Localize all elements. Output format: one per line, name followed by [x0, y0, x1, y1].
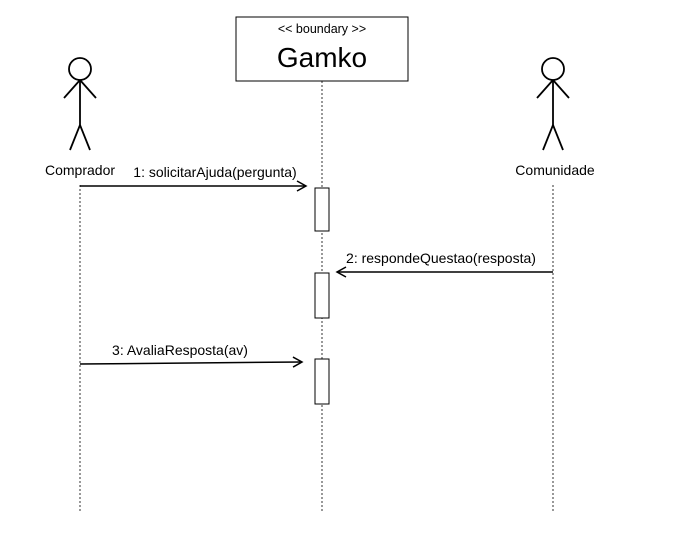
- message-1-label: 1: solicitarAjuda(pergunta): [133, 164, 296, 180]
- message-3-label: 3: AvaliaResposta(av): [112, 342, 248, 358]
- boundary-stereotype: << boundary >>: [278, 22, 366, 36]
- actor-comunidade-icon: [536, 57, 570, 151]
- boundary-object: << boundary >> Gamko: [235, 16, 409, 82]
- activation-bar-2: [314, 272, 330, 319]
- message-2-label: 2: respondeQuestao(resposta): [346, 250, 536, 266]
- actor-comunidade-label: Comunidade: [515, 162, 595, 178]
- actor-comprador-label: Comprador: [45, 162, 115, 178]
- boundary-box: [235, 16, 409, 82]
- message-3-arrow: [79, 356, 304, 368]
- boundary-name: Gamko: [277, 42, 367, 73]
- activation-bar-1: [314, 187, 330, 232]
- actor-comprador-icon: [63, 57, 97, 151]
- activation-bar-3: [314, 358, 330, 405]
